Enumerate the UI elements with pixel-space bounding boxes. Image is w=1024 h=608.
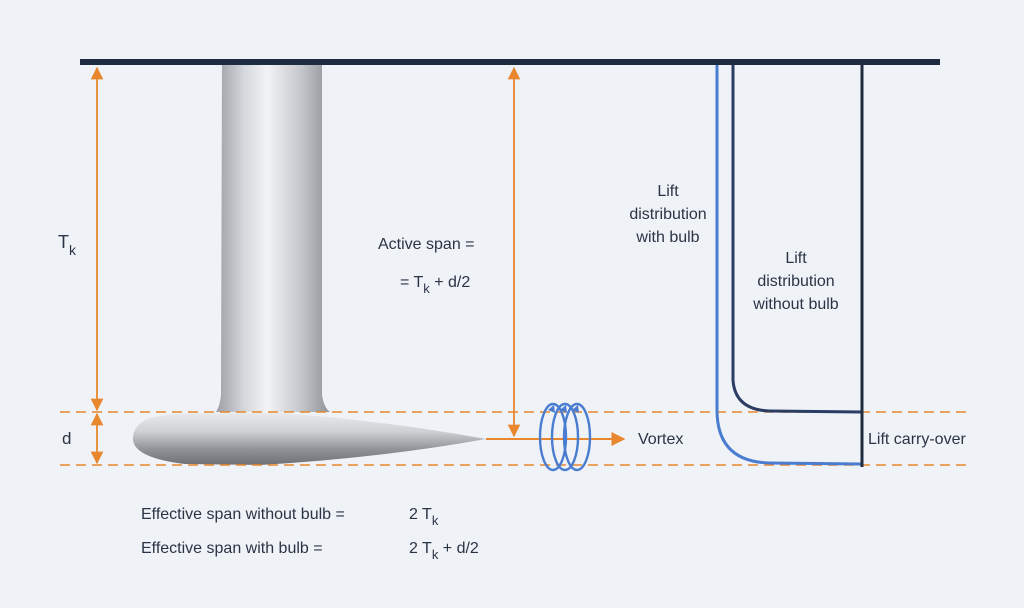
svg-text:without bulb: without bulb	[752, 296, 838, 313]
effective-span-with-bulb-value: 2 Tk + d/2	[409, 540, 479, 562]
active-span-label-line1: Active span =	[378, 236, 475, 253]
lift-carry-over-label: Lift carry-over	[868, 431, 966, 448]
svg-text:with bulb: with bulb	[635, 229, 699, 246]
svg-text:distribution: distribution	[629, 206, 706, 223]
svg-text:Lift: Lift	[785, 250, 807, 267]
tk-label: Tk	[58, 232, 77, 258]
keel-bulb	[132, 413, 486, 465]
keel-strut	[216, 65, 330, 412]
d-label: d	[62, 429, 71, 448]
lift-with-bulb-label: Lift distribution with bulb	[629, 183, 706, 246]
active-span-label-line2: = Tk + d/2	[400, 274, 470, 296]
vortex-coils-icon	[538, 402, 592, 472]
svg-text:distribution: distribution	[757, 273, 834, 290]
effective-span-with-bulb-label: Effective span with bulb =	[141, 540, 323, 557]
effective-span-without-bulb-value: 2 Tk	[409, 506, 439, 528]
effective-span-without-bulb-label: Effective span without bulb =	[141, 506, 345, 523]
vortex-label: Vortex	[638, 431, 683, 448]
lift-with-bulb-curve	[715, 65, 863, 466]
svg-text:Lift: Lift	[657, 183, 679, 200]
lift-without-bulb-curve	[731, 65, 863, 414]
lift-without-bulb-label: Lift distribution without bulb	[752, 250, 838, 313]
